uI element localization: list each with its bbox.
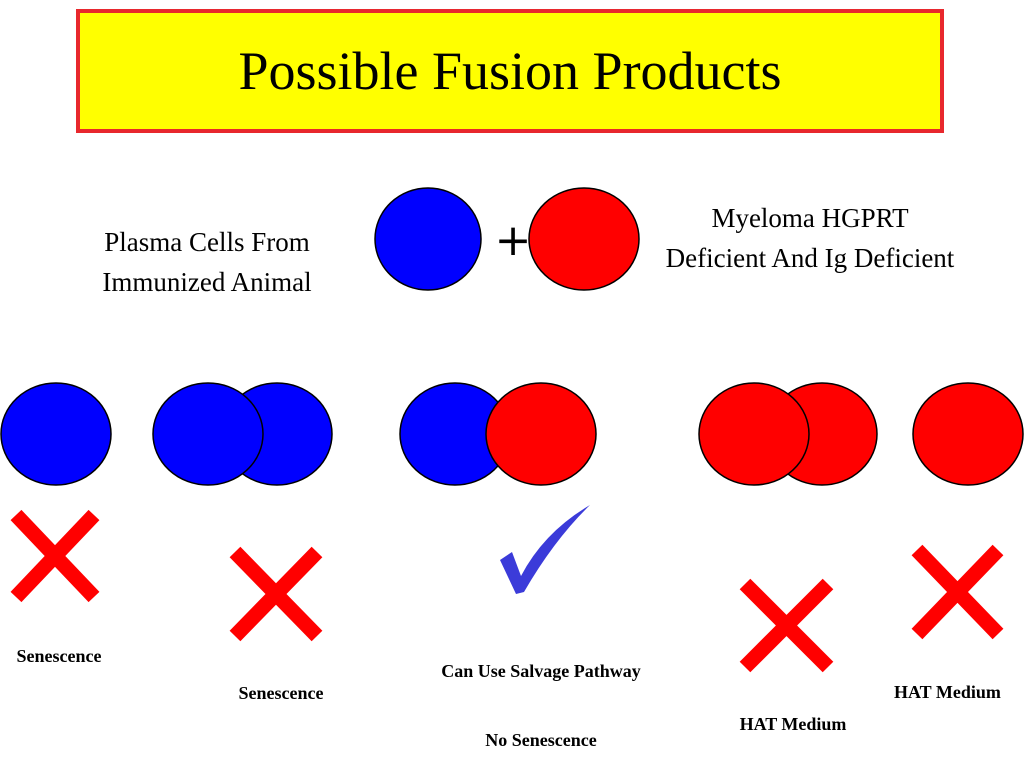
x-mark-icon bbox=[229, 546, 323, 642]
product-5-label: HAT Medium bbox=[894, 682, 1001, 702]
title-box: Possible Fusion Products bbox=[76, 9, 944, 133]
x-mark-icon bbox=[911, 544, 1004, 640]
product-2-plasma-cell-front bbox=[152, 382, 264, 486]
product-3-label-secondary: No Senescence bbox=[485, 730, 597, 750]
x-mark-icon bbox=[739, 578, 834, 673]
x-mark-icon bbox=[10, 509, 100, 603]
product-5-myeloma-cell bbox=[912, 382, 1024, 486]
myeloma-label: Myeloma HGPRT Deficient And Ig Deficient bbox=[665, 203, 955, 273]
product-1-plasma-cell bbox=[0, 382, 112, 486]
check-mark-icon bbox=[500, 505, 590, 594]
plasma-cells-label: Plasma Cells From Immunized Animal bbox=[102, 227, 312, 297]
plasma-cell-top bbox=[374, 187, 482, 291]
product-3-label: Can Use Salvage Pathway bbox=[441, 661, 641, 681]
product-1-label: Senescence bbox=[16, 646, 102, 666]
myeloma-cell-top bbox=[528, 187, 640, 291]
product-3-myeloma-cell bbox=[485, 382, 597, 486]
product-4-myeloma-cell-front bbox=[698, 382, 810, 486]
product-2-label: Senescence bbox=[238, 683, 324, 703]
plus-sign: + bbox=[494, 215, 532, 266]
product-4-label: HAT Medium bbox=[739, 714, 847, 734]
page-title: Possible Fusion Products bbox=[238, 41, 782, 101]
